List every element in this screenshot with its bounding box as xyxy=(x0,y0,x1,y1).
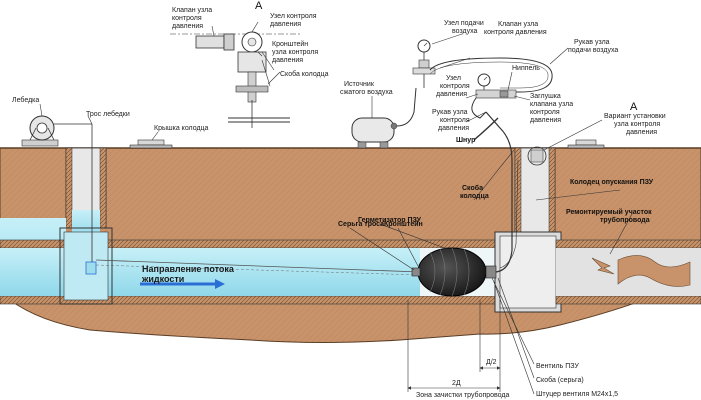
air-hose xyxy=(396,87,417,127)
label-node-control-mid-2: контроля xyxy=(440,83,470,90)
label-bracket: Кронштейн xyxy=(384,220,423,228)
label-node-control-2: давления xyxy=(270,21,301,28)
label-valve-pressure: Клапан узла xyxy=(172,7,212,14)
label-hose-control-2: контроля xyxy=(440,117,470,124)
label-plug-valve-3: контроля xyxy=(530,109,560,116)
view-a-assembly xyxy=(170,31,300,128)
label-dim-d2: Д/2 xyxy=(486,359,497,366)
leader-lines xyxy=(39,21,633,395)
label-winch-rope: Трос лебедки xyxy=(86,110,130,118)
label-winch: Лебедка xyxy=(12,96,39,104)
label-valve-node-control-2: контроля давления xyxy=(484,29,547,36)
winch-rope-pipe xyxy=(95,259,421,273)
label-dim-2d: 2Д xyxy=(452,380,461,387)
control-hose xyxy=(485,111,513,273)
air-supply-hose-loop xyxy=(429,57,553,93)
install-variant-marker xyxy=(527,146,547,166)
label-clamp-well-2: колодца xyxy=(460,193,489,200)
label-valve-node-control: Клапан узла xyxy=(498,21,538,28)
label-repaired-section-2: трубопровода xyxy=(600,216,650,224)
label-sealer: Герметизатор ПЗУ xyxy=(358,217,422,224)
label-install-variant-3: давления xyxy=(626,129,657,136)
label-cleaning-zone: Зона зачистки трубопровода xyxy=(416,391,509,399)
label-cord: Шнур xyxy=(456,137,475,144)
label-fitting: Штуцер вентиля М24х1,5 xyxy=(536,391,618,398)
manhole-cover-right-icon xyxy=(567,139,605,149)
label-bracket-node-3: давления xyxy=(272,57,303,64)
label-valve-pzu: Вентиль ПЗУ xyxy=(536,363,579,370)
label-air-supply-node-2: воздуха xyxy=(452,28,478,35)
repaired-pipe-lower xyxy=(555,295,701,305)
label-flow-direction-2: жидкости xyxy=(141,274,184,284)
label-install-variant-2: узла контроля xyxy=(614,121,660,128)
label-bracket-node: Кронштейн xyxy=(272,40,308,48)
label-flow-direction: Направление потока xyxy=(142,264,235,274)
view-a-right-label: А xyxy=(630,101,638,113)
label-clamp-earring: Скоба (серьга) xyxy=(536,376,584,384)
label-nipple: Ниппель xyxy=(512,65,540,72)
repaired-pipe-upper xyxy=(555,239,701,249)
manhole-cover-icon xyxy=(129,139,173,149)
damage-arrow-icon xyxy=(591,257,615,275)
label-well-clamp: Скоба колодца xyxy=(280,70,329,78)
label-plug-valve-2: клапана узла xyxy=(530,101,573,108)
label-plug-valve-4: давления xyxy=(530,117,561,124)
winch-icon xyxy=(21,115,59,147)
label-well-cover: Крышка колодца xyxy=(154,125,209,132)
compressor-icon xyxy=(351,117,398,149)
plug-icon xyxy=(411,247,497,297)
label-node-control-mid-3: давления xyxy=(436,91,467,98)
label-install-variant: Вариант установки xyxy=(604,113,666,120)
flow-arrow-icon xyxy=(140,279,225,289)
label-bracket-node-2: узла контроля xyxy=(272,49,318,56)
label-rope-earring: Серьга троса xyxy=(338,221,384,228)
label-hose-control-3: давления xyxy=(438,125,469,132)
pressure-gauge-icon xyxy=(412,39,436,88)
label-air-supply-node: Узел подачи xyxy=(444,20,484,27)
label-valve-pressure-3: давления xyxy=(172,23,203,30)
label-hose-control: Рукав узла xyxy=(432,109,468,116)
pipe-damage xyxy=(617,255,691,287)
label-node-control: Узел контроля xyxy=(270,13,317,20)
label-hose-air-supply-2: подачи воздуха xyxy=(568,47,618,54)
label-descent-well: Колодец опускания ПЗУ xyxy=(570,179,654,186)
label-hose-air-supply: Рукав узла xyxy=(574,39,610,46)
left-well-flange xyxy=(59,227,113,305)
label-air-source-2: сжатого воздуха xyxy=(340,89,393,96)
label-repaired-section: Ремонтируемый участок xyxy=(566,208,652,216)
view-a-top-label: А xyxy=(255,0,263,12)
label-air-source: Источник xyxy=(344,81,375,88)
label-clamp-well: Скоба xyxy=(462,184,483,192)
label-valve-pressure-2: контроля xyxy=(172,15,202,22)
pressure-gauge-mid-icon xyxy=(475,73,517,99)
label-node-control-mid: Узел xyxy=(446,75,461,82)
label-plug-valve: Заглушка xyxy=(530,93,561,100)
